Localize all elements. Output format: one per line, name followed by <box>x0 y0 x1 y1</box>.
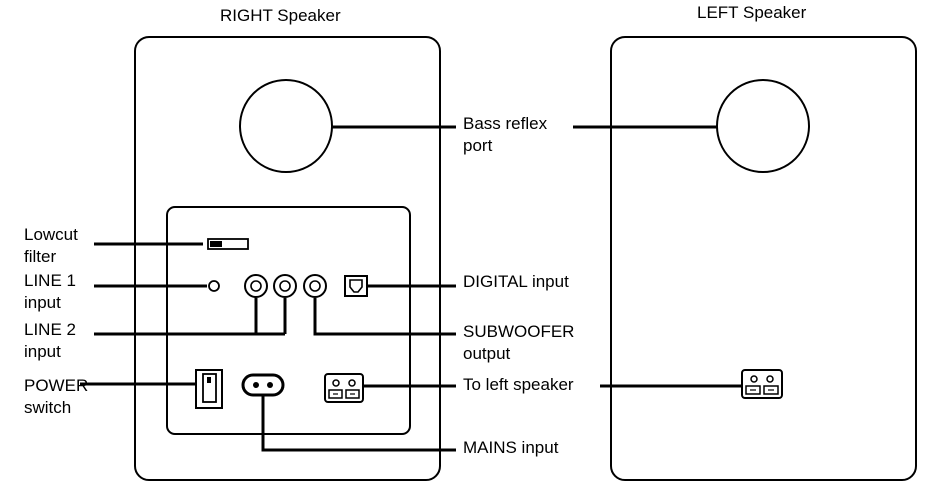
left-bass-reflex-port <box>716 79 810 173</box>
leader-subwoofer <box>313 298 456 336</box>
mains-inlet <box>241 373 285 397</box>
digital-optical-input <box>344 275 368 297</box>
right-bass-reflex-port <box>239 79 333 173</box>
label-lowcut-filter: Lowcut filter <box>24 225 78 266</box>
left-speaker-cabinet <box>610 36 917 481</box>
label-bass-reflex-port: Bass reflex port <box>463 114 548 155</box>
speaker-input-terminal <box>741 369 783 399</box>
label-digital-input: DIGITAL input <box>463 272 569 291</box>
leader-mains <box>261 395 456 452</box>
left-speaker-title: LEFT Speaker <box>697 3 807 22</box>
line2-rca-left <box>244 274 268 298</box>
label-to-left-speaker: To left speaker <box>463 375 574 394</box>
leader-line2 <box>94 298 287 336</box>
label-line1-input: LINE 1 input <box>24 271 76 312</box>
right-connector-panel <box>166 206 411 435</box>
label-power-switch: POWER switch <box>24 376 89 417</box>
label-subwoofer-output: SUBWOOFER output <box>463 322 575 363</box>
right-speaker-cabinet <box>134 36 441 481</box>
power-switch <box>195 369 223 409</box>
subwoofer-rca <box>303 274 327 298</box>
lowcut-filter-switch <box>207 238 249 250</box>
line2-rca-right <box>273 274 297 298</box>
label-mains-input: MAINS input <box>463 438 559 457</box>
label-line2-input: LINE 2 input <box>24 320 76 361</box>
right-speaker-title: RIGHT Speaker <box>220 6 341 25</box>
line1-jack <box>208 280 220 292</box>
speaker-output-terminal <box>324 373 364 403</box>
